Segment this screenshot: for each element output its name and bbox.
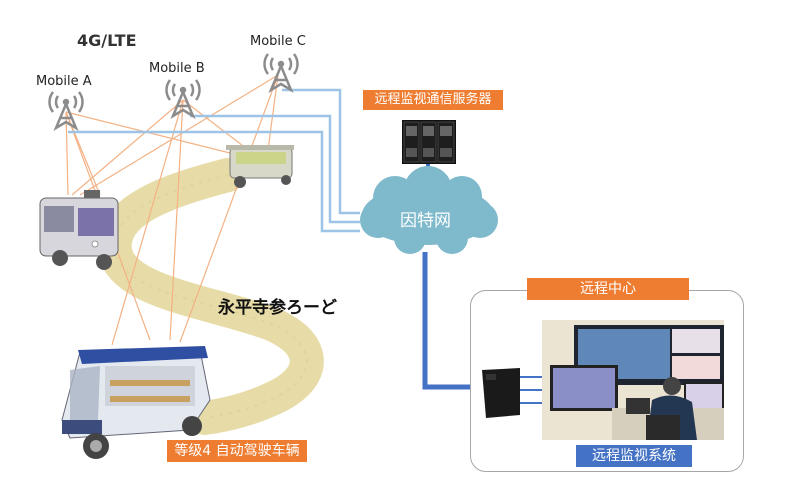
wireless-links (65, 74, 279, 346)
vehicle-label: 等级4 自动驾驶车辆 (167, 440, 307, 462)
tower-label-b: Mobile B (149, 61, 205, 76)
monitoring-room-illustration (542, 320, 724, 440)
tower-icon-b (165, 79, 201, 120)
remote-monitoring-system-label: 远程监视系统 (576, 445, 692, 467)
vehicle-cart-large (61, 346, 211, 459)
tower-label-c: Mobile C (250, 34, 306, 49)
internet-label: 因特网 (400, 211, 451, 231)
tower-icon-c (263, 53, 299, 94)
server-rack-icon (402, 120, 456, 164)
network-type-label: 4G/LTE (77, 31, 137, 50)
tower-label-a: Mobile A (36, 74, 92, 89)
remote-center-label: 远程中心 (527, 278, 689, 300)
monitoring-room-image (542, 320, 724, 440)
cloud-icon (360, 166, 498, 254)
road-label: 永平寺参ろーど (218, 298, 337, 318)
tower-icon-a (48, 91, 84, 132)
cloud-pc-link (422, 252, 485, 390)
road-path (97, 158, 324, 435)
vehicle-bus-medium (39, 190, 119, 270)
server-label: 远程监视通信服务器 (363, 90, 503, 110)
wired-links (68, 88, 360, 233)
vehicle-cart-small (226, 145, 294, 188)
